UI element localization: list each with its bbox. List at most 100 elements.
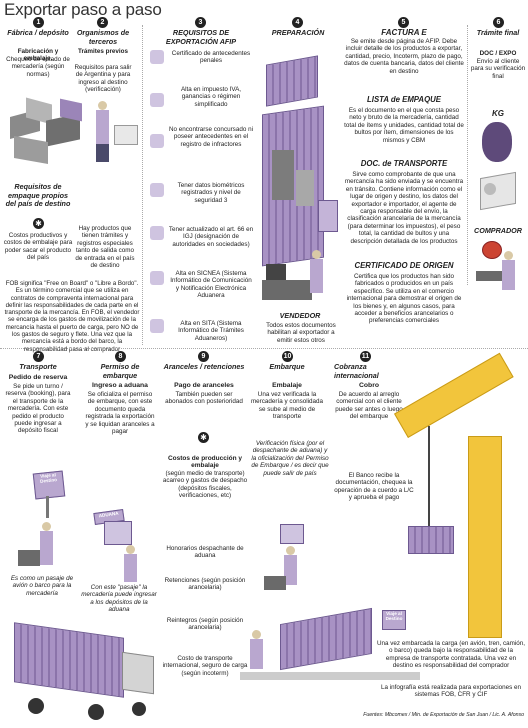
afip-item: Alta en impuesto IVA, ganancias o régime…	[180, 86, 242, 108]
embarcada-text: Una vez embarcada la carga (en avión, tr…	[376, 640, 526, 670]
aduana-illustration: ADUANA	[84, 505, 154, 585]
step-text: Chequeo de estado de mercadería (según n…	[6, 56, 70, 78]
banco-text: El Banco recibe la documentación, cheque…	[334, 472, 414, 502]
afip-item: Alta en SITA (Sistema Informático de Trá…	[178, 320, 244, 342]
crane-illustration	[368, 350, 528, 638]
infografia-text: La infografía está realizada para export…	[380, 684, 522, 699]
step-heading: Transporte	[19, 362, 57, 371]
step-number: 5	[398, 17, 409, 28]
asterisk-icon: ✱	[198, 432, 209, 443]
step-number: 4	[292, 17, 303, 28]
page-title: Exportar paso a paso	[4, 0, 162, 19]
lista-title: LISTA de EMPAQUE	[367, 95, 441, 104]
verificacion-illustration	[262, 520, 322, 600]
costos-prod-title: Costos de producción y embalaje	[167, 455, 243, 470]
step-heading: Embarque	[269, 362, 305, 371]
costos-prod-text: (según medio de transporte) acarreo y ga…	[162, 470, 248, 500]
row-divider	[0, 348, 528, 349]
step-text: Una vez verificada la mercadería y conso…	[250, 391, 324, 421]
lista-text: Es el documento en el que consta peso ne…	[344, 107, 464, 144]
step-heading: PREPARACIÓN	[271, 28, 325, 37]
kg-label: KG	[492, 109, 504, 118]
viaje-sign: Viaje al Destino	[32, 470, 66, 500]
costo-transporte-text: Costo de transporte internacional, segur…	[162, 655, 248, 677]
step-number: 10	[282, 351, 293, 362]
company-icon	[150, 226, 164, 240]
step-heading: Fábrica / depósito	[7, 28, 69, 37]
doc-title: DOC. de TRANSPORTE	[360, 159, 448, 168]
step-heading: REQUISITOS DE EXPORTACIÓN AFIP	[165, 28, 237, 46]
registry-icon	[150, 134, 164, 148]
flag-icon	[318, 200, 338, 232]
truck-container	[14, 622, 124, 698]
pasaje2-text: Con este "pasaje" la mercadería puede in…	[81, 584, 157, 614]
vendedor-illustration	[262, 250, 342, 310]
fingerprint-icon	[150, 183, 164, 197]
step-sub: Fabricación y embalaje.	[17, 48, 59, 63]
doc-expo-label: DOC / EXPO	[479, 50, 517, 57]
step-number: 2	[97, 17, 108, 28]
doc-text: Sirve como comprobante de que una mercan…	[344, 171, 464, 245]
fuentes-text: Fuentes: Mbcomex / Min. de Exportación d…	[363, 712, 524, 718]
step-heading: Aranceles / retenciones	[163, 362, 245, 371]
preparation-illustration	[258, 50, 344, 350]
step-heading: Cobranza internacional	[334, 362, 379, 380]
tramite-text: Envío al cliente para su verificación fi…	[470, 58, 526, 80]
costos-text: Costos productivos y costos de embalaje …	[3, 232, 73, 262]
tramites-text: Hay productos que tienen trámites y regi…	[75, 225, 135, 270]
step-heading: Permiso de embarque	[100, 362, 140, 380]
step-number: 9	[198, 351, 209, 362]
product-illustration	[482, 122, 512, 162]
step-bold: Embalaje	[272, 382, 302, 389]
vendedor-text: Todos estos documentos habilitan al expo…	[266, 322, 336, 344]
step-text: Se oficializa el permiso de embarque, co…	[85, 391, 155, 436]
step-heading: Organismos de terceros	[76, 28, 130, 46]
verif-text: Verificación física (por el despachante …	[251, 440, 329, 477]
document-icon	[150, 50, 164, 64]
divider	[467, 25, 468, 285]
tax-icon	[150, 93, 164, 107]
afip-item: Alta en SICNEA (Sistema Informático de C…	[170, 270, 252, 300]
notification-icon	[150, 271, 164, 285]
step-text: También pueden ser abonados con posterio…	[165, 391, 243, 406]
step-number: 8	[115, 351, 126, 362]
afip-item: No encontrarse concursado ni poseer ante…	[168, 126, 253, 148]
step-bold: Ingreso a aduana	[92, 382, 148, 389]
afip-item: Tener datos biométricos registrados y ni…	[177, 182, 245, 204]
truck-illustration	[8, 620, 158, 720]
honorarios-text: Honorarios despachante de aduana	[166, 545, 244, 560]
container-top	[266, 55, 318, 107]
cert-title: CERTIFICADO DE ORIGEN	[354, 261, 454, 270]
viaje-sign-2: Viaje al Destino	[382, 610, 406, 630]
fob-text: FOB significa "Free on Board" o "Libre a…	[4, 280, 140, 353]
divider	[142, 25, 143, 345]
factura-text: Se emite desde página de AFIP. Debe incl…	[344, 38, 464, 75]
port-illustration: Viaje al Destino	[240, 600, 420, 700]
comprador-illustration	[474, 237, 522, 295]
step-heading: FACTURA E	[381, 28, 427, 37]
step-number: 6	[493, 17, 504, 28]
step-text: Se pide un turno / reserva (booking), pa…	[5, 383, 71, 435]
step-heading: Trámite final	[476, 28, 520, 37]
box-circle	[484, 183, 496, 195]
step-number: 11	[360, 351, 371, 362]
step-bold: Cobro	[358, 382, 379, 389]
system-icon	[150, 319, 164, 333]
reintegros-text: Reintegros (según posición arancelaria)	[166, 617, 244, 632]
step-sub: Trámites previos	[77, 48, 129, 55]
retenciones-text: Retenciones (según posición arancelaria)	[164, 577, 246, 592]
step-text: De acuerdo al arreglo comercial con el c…	[335, 391, 403, 421]
cert-text: Certifica que los productos han sido fab…	[346, 273, 462, 325]
step-number: 3	[195, 17, 206, 28]
afip-icon-strip	[146, 50, 258, 340]
comprador-label: COMPRADOR	[474, 226, 522, 235]
step-bold: Pago de aranceles	[174, 382, 234, 389]
asterisk-icon: ✱	[33, 218, 44, 229]
vendedor-label: VENDEDOR	[279, 311, 321, 320]
booking-illustration: Viaje al Destino	[8, 470, 88, 580]
afip-item: Certificado de antecedentes penales	[171, 50, 251, 65]
factory-illustration	[2, 95, 140, 173]
step-number: 1	[33, 17, 44, 28]
step-text: Requisitos para salir de Argentina y par…	[74, 64, 132, 94]
pasaje-text: Es como un pasaje de avión o barco para …	[10, 575, 74, 597]
